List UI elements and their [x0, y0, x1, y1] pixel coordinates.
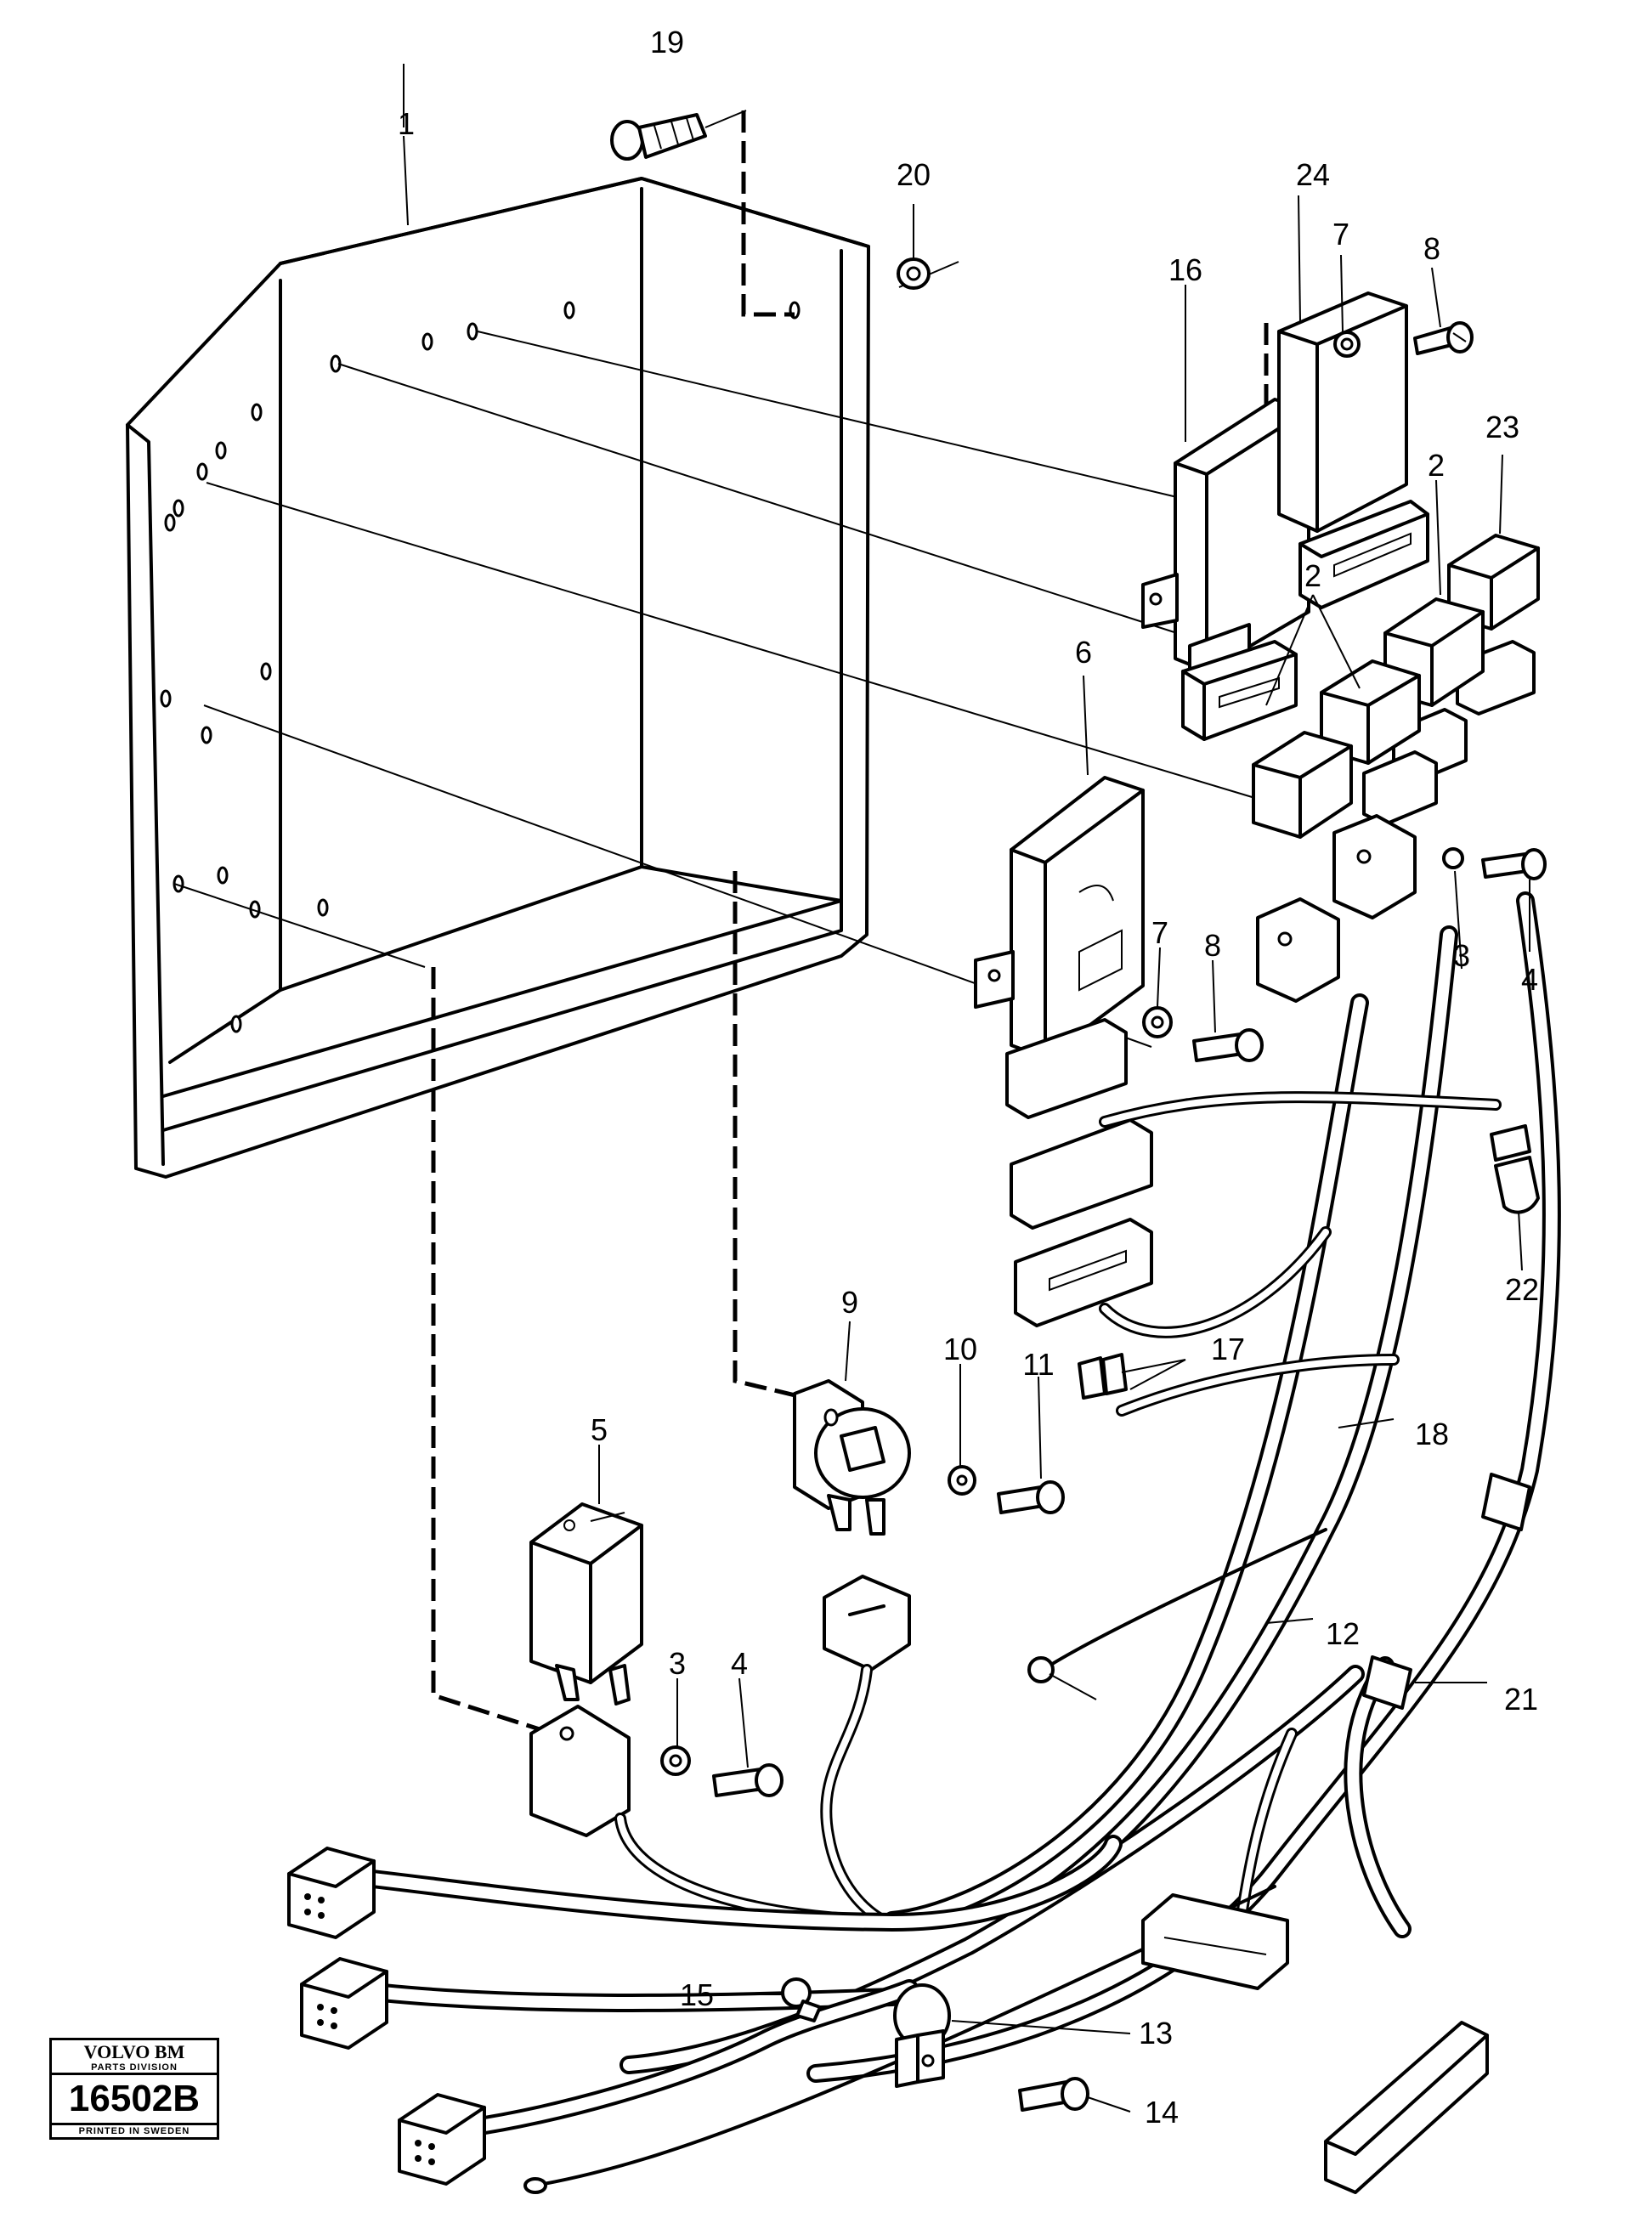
callout-8-top: 8	[1423, 231, 1440, 266]
plug-left-bottom	[398, 2093, 486, 2186]
callout-2-left: 2	[1304, 558, 1321, 593]
washer-10	[948, 1465, 976, 1496]
callout-24: 24	[1296, 157, 1330, 192]
mounting-panel	[126, 177, 870, 1179]
callout-17: 17	[1211, 1332, 1245, 1366]
callout-21: 21	[1504, 1682, 1538, 1717]
socket-3-bottom	[529, 1705, 631, 1837]
wiring-harness	[356, 891, 1561, 2194]
callout-5: 5	[591, 1412, 608, 1447]
callout-1: 1	[398, 106, 415, 141]
screw-4-bottom	[712, 1763, 784, 1797]
callout-15: 15	[680, 1977, 714, 2012]
callout-4-top: 4	[1521, 962, 1538, 997]
callout-7-mid: 7	[1151, 915, 1168, 950]
connector-17	[1078, 1353, 1128, 1400]
plug-long-right	[1324, 2021, 1489, 2194]
stamp-division: PARTS DIVISION	[91, 2062, 178, 2073]
stamp-brand: VOLVO BM	[83, 2041, 185, 2062]
callout-19: 19	[650, 25, 684, 59]
relay-16	[1141, 398, 1310, 741]
washer-3-bottom	[660, 1745, 691, 1776]
callout-18: 18	[1415, 1417, 1449, 1451]
bolt-19	[610, 110, 747, 161]
relay-24	[1277, 291, 1429, 609]
screw-14	[1018, 2077, 1089, 2112]
callout-22: 22	[1505, 1272, 1539, 1307]
washer-7-mid	[1142, 1006, 1173, 1038]
callout-14: 14	[1145, 2095, 1179, 2130]
volvo-bm-stamp: VOLVO BM PARTS DIVISION 16502B PRINTED I…	[49, 2038, 219, 2140]
callout-7-top: 7	[1332, 217, 1349, 252]
callout-6: 6	[1075, 635, 1092, 670]
callout-3-bottom: 3	[669, 1646, 686, 1681]
callout-4-bottom: 4	[731, 1646, 748, 1681]
callout-9: 9	[841, 1285, 858, 1320]
unit-6	[974, 776, 1153, 1327]
screw-8-mid	[1192, 1028, 1264, 1062]
callout-2-right: 2	[1428, 448, 1445, 483]
screw-4-top	[1481, 848, 1547, 880]
screw-8-top	[1413, 321, 1474, 355]
relay-2-middle	[1320, 659, 1438, 826]
callout-10: 10	[943, 1332, 977, 1366]
leader-lines	[403, 64, 1530, 2113]
screw-11	[997, 1480, 1065, 1514]
callout-23: 23	[1485, 410, 1519, 444]
socket-3-lower	[1256, 897, 1340, 1003]
plug-long-center	[1141, 1893, 1289, 1990]
stamp-brand-box: VOLVO BM PARTS DIVISION	[49, 2038, 219, 2075]
nut-20	[897, 257, 931, 290]
callout-8-mid: 8	[1204, 928, 1221, 963]
connector-switch	[823, 1575, 911, 1672]
plug-left-top	[287, 1847, 376, 1939]
plug-left-middle	[300, 1957, 388, 2050]
callout-3-top: 3	[1453, 938, 1470, 973]
connector-22	[1490, 1124, 1540, 1214]
callout-11: 11	[1022, 1347, 1054, 1382]
callout-12: 12	[1326, 1616, 1360, 1651]
callout-20: 20	[897, 157, 931, 192]
callout-16: 16	[1168, 252, 1202, 287]
stamp-number: 16502B	[49, 2075, 219, 2125]
switch-9	[793, 1379, 911, 1536]
bolt-15	[781, 1977, 822, 2022]
relay-2-left	[1252, 731, 1353, 839]
callout-labels: 19 1 20 24 7 8 16 23 2 2 6 7 8 3 4 22 9 …	[398, 25, 1539, 2130]
relay-5	[529, 1502, 643, 1705]
socket-3-upper	[1332, 814, 1464, 919]
callout-13: 13	[1139, 2016, 1173, 2051]
stamp-printed: PRINTED IN SWEDEN	[49, 2125, 219, 2140]
